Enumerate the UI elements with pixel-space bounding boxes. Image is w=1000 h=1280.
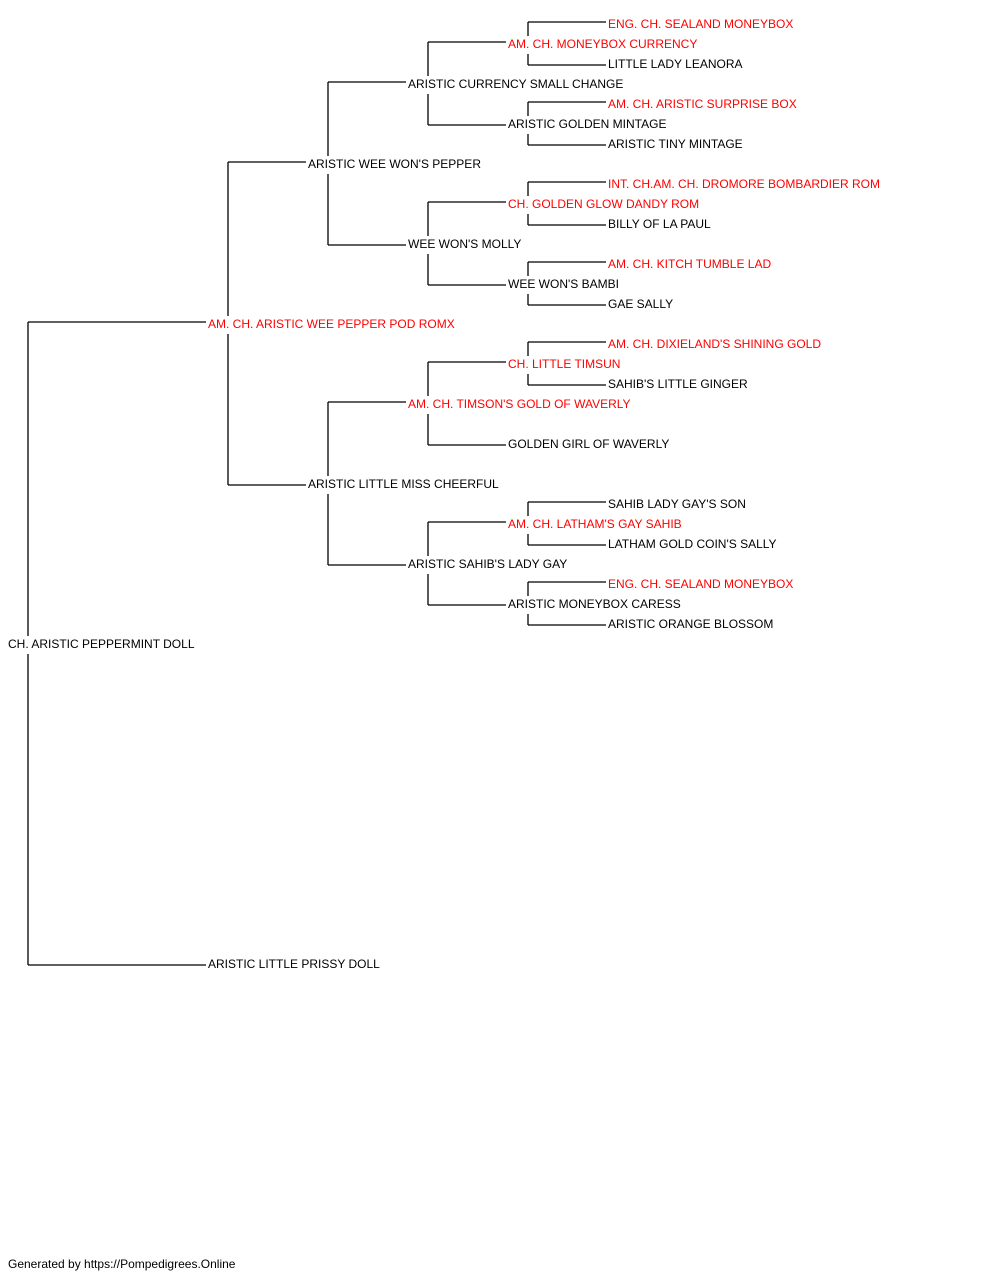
pedigree-name-ssssd: LITTLE LADY LEANORA	[608, 57, 743, 71]
pedigree-name-sss: ARISTIC CURRENCY SMALL CHANGE	[408, 77, 624, 91]
pedigree-name-dam: ARISTIC LITTLE PRISSY DOLL	[208, 957, 380, 971]
pedigree-name-sire-sire: ARISTIC WEE WON'S PEPPER	[308, 157, 481, 171]
pedigree-name-sdddd: ARISTIC ORANGE BLOSSOM	[608, 617, 774, 631]
pedigree-name-sssds: AM. CH. ARISTIC SURPRISE BOX	[608, 97, 797, 111]
pedigree-name-sssdd: ARISTIC TINY MINTAGE	[608, 137, 743, 151]
pedigree-name-sddsd: LATHAM GOLD COIN'S SALLY	[608, 537, 777, 551]
pedigree-name-sdsd: GOLDEN GIRL OF WAVERLY	[508, 437, 670, 451]
pedigree-name-sddds: ENG. CH. SEALAND MONEYBOX	[608, 577, 794, 591]
pedigree-name-subject: CH. ARISTIC PEPPERMINT DOLL	[8, 637, 195, 651]
pedigree-name-ssdss: INT. CH.AM. CH. DROMORE BOMBARDIER ROM	[608, 177, 881, 191]
pedigree-name-sire-dam: ARISTIC LITTLE MISS CHEERFUL	[308, 477, 499, 491]
pedigree-name-sire: AM. CH. ARISTIC WEE PEPPER POD ROMX	[208, 317, 455, 331]
pedigree-name-sssd: ARISTIC GOLDEN MINTAGE	[508, 117, 667, 131]
pedigree-name-ssds: CH. GOLDEN GLOW DANDY ROM	[508, 197, 700, 211]
pedigree-name-sdsss: AM. CH. DIXIELAND'S SHINING GOLD	[608, 337, 821, 351]
pedigree-name-sdssd: SAHIB'S LITTLE GINGER	[608, 377, 748, 391]
pedigree-name-sdds: AM. CH. LATHAM'S GAY SAHIB	[508, 517, 682, 531]
pedigree-name-ssss: AM. CH. MONEYBOX CURRENCY	[508, 37, 698, 51]
pedigree-name-ssd: WEE WON'S MOLLY	[408, 237, 522, 251]
pedigree-name-ssddd: GAE SALLY	[608, 297, 674, 311]
pedigree-name-sddd: ARISTIC MONEYBOX CARESS	[508, 597, 681, 611]
pedigree-name-sdss: CH. LITTLE TIMSUN	[508, 357, 621, 371]
pedigree-name-sddss: SAHIB LADY GAY'S SON	[608, 497, 746, 511]
pedigree-name-sssss: ENG. CH. SEALAND MONEYBOX	[608, 17, 794, 31]
pedigree-name-sdd: ARISTIC SAHIB'S LADY GAY	[408, 557, 568, 571]
pedigree-name-sds: AM. CH. TIMSON'S GOLD OF WAVERLY	[408, 397, 631, 411]
footer-credit: Generated by https://Pompedigrees.Online	[8, 1257, 236, 1271]
pedigree-name-ssdds: AM. CH. KITCH TUMBLE LAD	[608, 257, 772, 271]
pedigree-name-ssdd: WEE WON'S BAMBI	[508, 277, 619, 291]
pedigree-name-ssdsd: BILLY OF LA PAUL	[608, 217, 711, 231]
